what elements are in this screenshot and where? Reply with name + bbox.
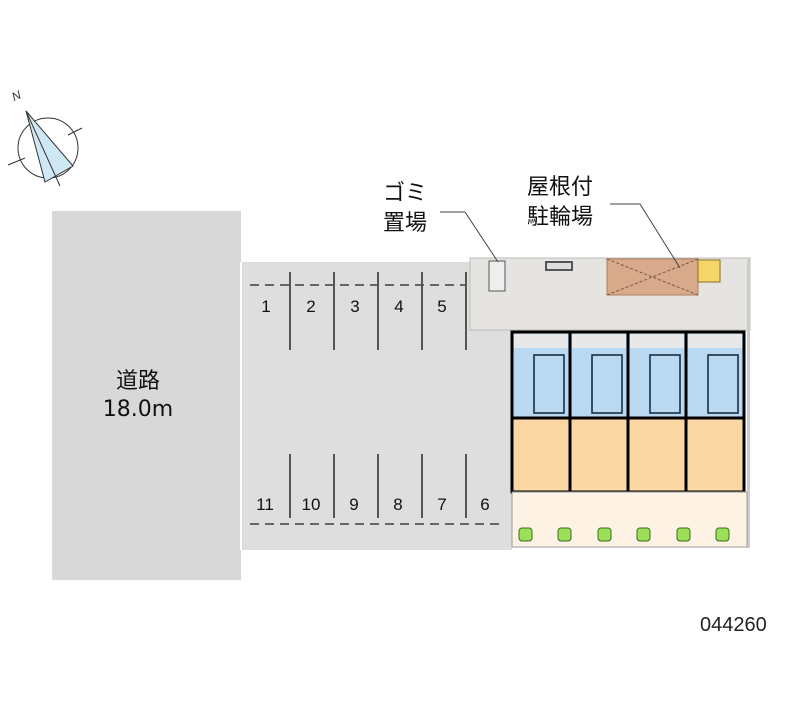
parking-number: 4 bbox=[394, 297, 404, 316]
parking-number: 11 bbox=[256, 495, 274, 514]
unit-room bbox=[568, 416, 630, 494]
bike-parking-roof bbox=[606, 258, 699, 296]
bike-leader-line bbox=[610, 203, 681, 269]
parking-number: 1 bbox=[261, 297, 271, 316]
garbage-label-1: ゴミ bbox=[382, 181, 427, 206]
parking-number: 6 bbox=[480, 495, 490, 514]
road-width: 18.0m bbox=[102, 397, 174, 422]
parking-number: 5 bbox=[437, 297, 447, 316]
apartment-building bbox=[510, 330, 746, 498]
road bbox=[52, 211, 241, 580]
parking-number: 7 bbox=[437, 495, 447, 514]
bike-label-2: 駐輪場 bbox=[526, 205, 593, 230]
garbage-leader-line bbox=[440, 211, 499, 263]
parking-number: 8 bbox=[393, 495, 403, 514]
unit-entrance bbox=[572, 334, 626, 348]
parking-number: 9 bbox=[349, 495, 359, 514]
parking-lot-extension bbox=[470, 330, 512, 550]
unit-bath bbox=[649, 354, 681, 414]
parking-number: 10 bbox=[301, 495, 321, 514]
bushes bbox=[518, 527, 730, 542]
unit-bath bbox=[591, 354, 623, 414]
bush bbox=[597, 527, 612, 542]
parking-lot bbox=[241, 262, 471, 550]
compass-north-label: N bbox=[9, 88, 23, 104]
unit-entrance bbox=[688, 334, 742, 348]
unit-room bbox=[684, 416, 746, 494]
bike-parking-equipment bbox=[697, 259, 721, 283]
bush bbox=[715, 527, 730, 542]
unit-bath bbox=[707, 354, 739, 414]
bush bbox=[676, 527, 691, 542]
unit-bath bbox=[533, 354, 565, 414]
site-boundary bbox=[747, 258, 750, 548]
unit-room bbox=[510, 416, 572, 494]
unit-entrance bbox=[514, 334, 568, 348]
bush bbox=[636, 527, 651, 542]
bike-parking bbox=[606, 258, 721, 296]
compass-icon: N bbox=[7, 88, 83, 187]
roof-cross-line bbox=[606, 258, 699, 296]
unit-room bbox=[626, 416, 688, 494]
utility-box bbox=[545, 261, 573, 271]
bike-label-1: 屋根付 bbox=[526, 175, 593, 200]
front-garden bbox=[511, 491, 748, 548]
property-id: 044260 bbox=[700, 614, 767, 636]
parking-number: 3 bbox=[350, 297, 360, 316]
garbage-label-2: 置場 bbox=[382, 211, 427, 236]
bush bbox=[557, 527, 572, 542]
garbage-area bbox=[488, 260, 506, 292]
bush bbox=[518, 527, 533, 542]
parking-number: 2 bbox=[306, 297, 316, 316]
stall-dividers bbox=[289, 272, 467, 518]
unit-entrance bbox=[630, 334, 684, 348]
roof-cross-line bbox=[606, 258, 699, 296]
road-label: 道路 bbox=[115, 369, 160, 394]
